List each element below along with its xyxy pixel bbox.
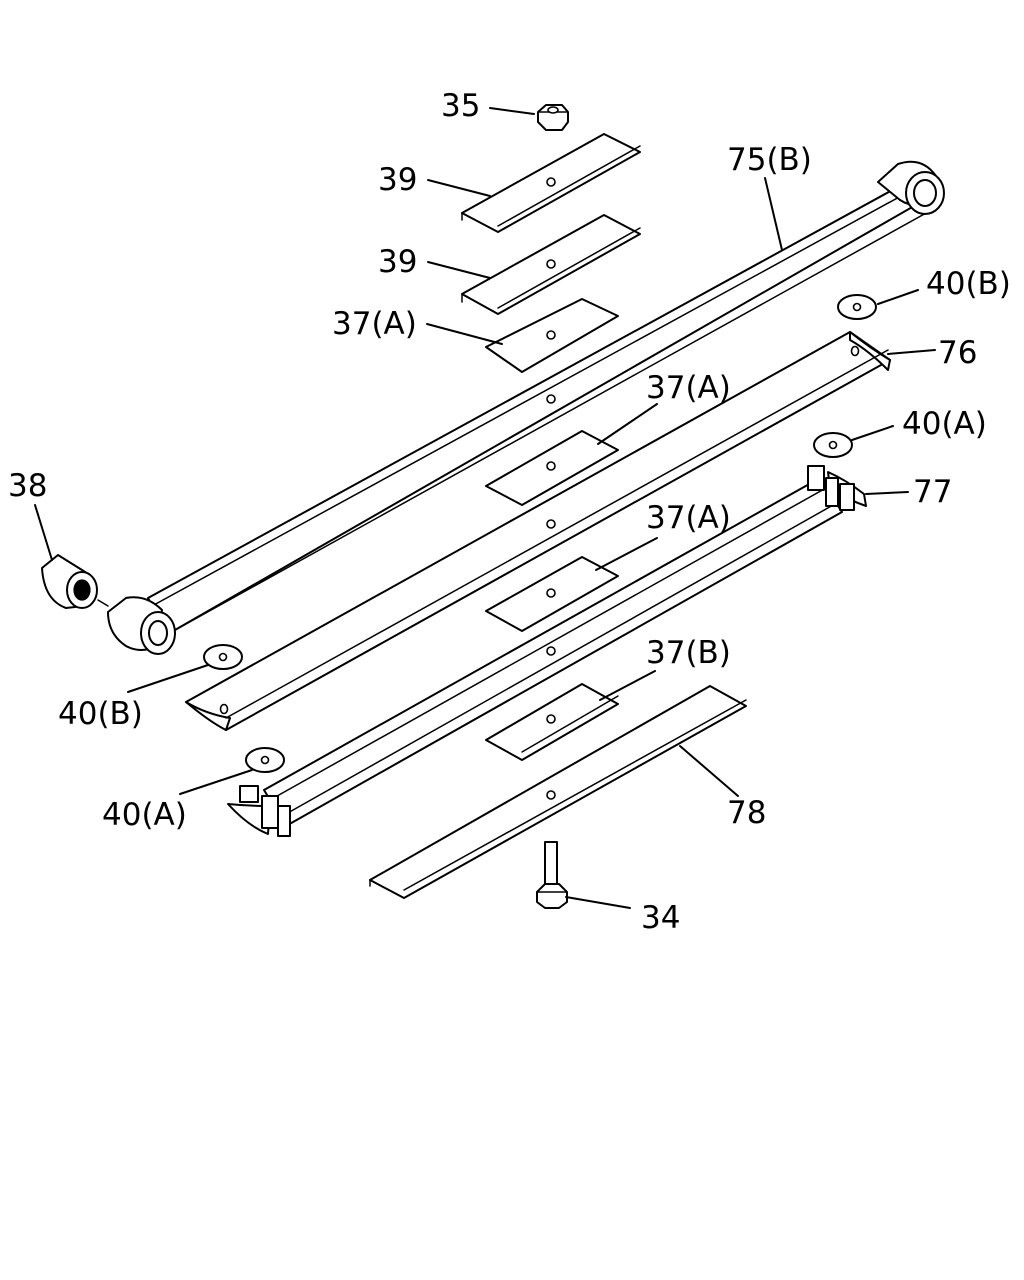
part-labels: 35 39 39 75(B) 40(B) 37(A) 76 37(A) 40(A… [8,88,1011,936]
label-40b-bottom: 40(B) [58,696,143,732]
nut-35 [537,104,569,131]
label-37a-mid: 37(A) [646,370,731,406]
sheet-37a-top [485,298,619,373]
label-78: 78 [727,795,766,831]
bolt-34 [536,841,568,909]
label-37a-top: 37(A) [332,306,417,342]
label-76: 76 [938,335,977,371]
leaf-75b [107,160,945,655]
leaf-77 [227,465,867,837]
leaf-76 [185,331,891,731]
plate-39-lower [461,214,641,315]
plate-39-upper [461,133,641,233]
washer-40a-top [813,432,853,458]
bushing-38 [41,554,109,609]
label-75b: 75(B) [727,142,812,178]
washer-40a-bottom [245,747,285,773]
washer-40b-top [837,294,877,320]
label-37a-low: 37(A) [646,500,731,536]
sheet-37a-low [485,556,619,632]
label-37b: 37(B) [646,635,731,671]
label-77: 77 [913,474,952,510]
label-34: 34 [641,900,680,936]
label-38: 38 [8,468,47,504]
label-40a-top: 40(A) [902,406,987,442]
label-40a-bottom: 40(A) [102,797,187,833]
label-35: 35 [441,88,480,124]
sheet-37a-mid [485,430,619,506]
spacer-37b [485,683,619,761]
leader-lines [34,107,936,909]
label-40b-top: 40(B) [926,266,1011,302]
washer-40b-bottom [203,644,243,670]
leaf-78 [369,685,747,899]
label-39-upper: 39 [378,162,417,198]
label-39-lower: 39 [378,244,417,280]
